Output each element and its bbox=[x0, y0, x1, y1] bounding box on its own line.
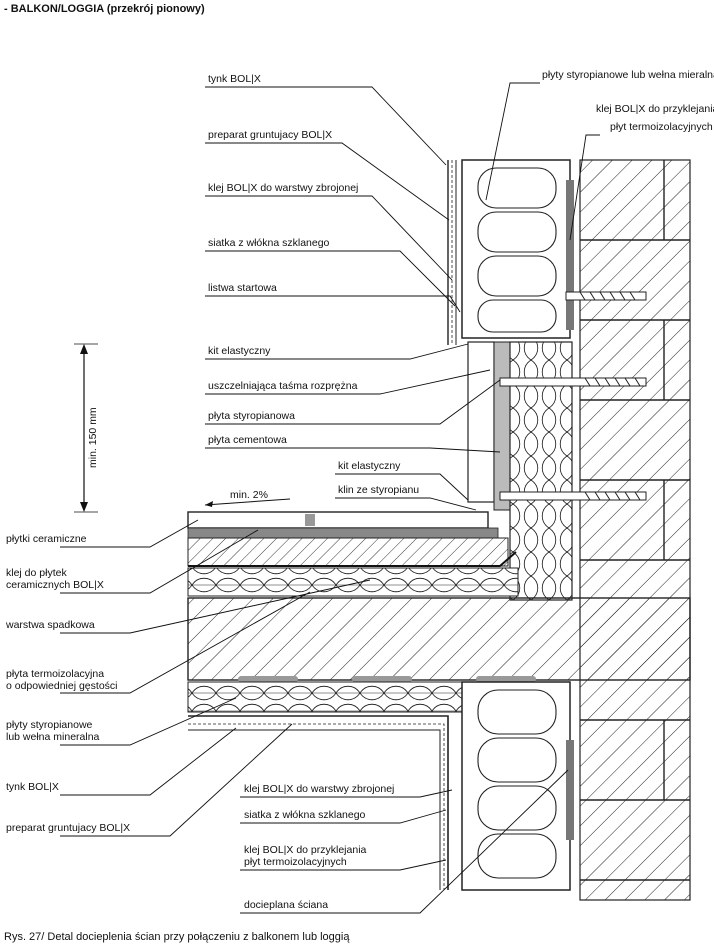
label-tynk-bottom: tynk BOL|X bbox=[6, 781, 59, 793]
label-top-right-1: płyty styropianowe lub wełna mieralna bbox=[542, 69, 714, 81]
label-warstwa-spadkowa: warstwa spadkowa bbox=[5, 619, 95, 631]
dimension-line: min. 150 mm bbox=[74, 343, 99, 513]
label-kit-2: kit elastyczny bbox=[338, 460, 401, 472]
label-tynk-top: tynk BOL|X bbox=[208, 73, 261, 85]
label-siatka-bottom: siatka z włókna szklanego bbox=[244, 809, 366, 821]
label-klin: klin ze styropianu bbox=[338, 484, 419, 496]
label-kit-1: kit elastyczny bbox=[208, 345, 271, 357]
slope-label: min. 2% bbox=[230, 489, 268, 501]
label-listwa: listwa startowa bbox=[208, 282, 277, 294]
balcony-slab bbox=[187, 511, 691, 890]
label-termo-1: płyta termoizolacyjna bbox=[6, 668, 104, 680]
upper-insulation bbox=[447, 159, 647, 345]
label-top-right-3: płyt termoizolacyjnych bbox=[610, 121, 713, 133]
label-plyta-cement: płyta cementowa bbox=[208, 434, 287, 446]
figure-caption: Rys. 27/ Detal docieplenia ścian przy po… bbox=[4, 931, 350, 943]
slope-indicator: min. 2% bbox=[204, 489, 291, 507]
label-klej-plytek-1: klej do płytek bbox=[6, 567, 67, 579]
label-docieplana: docieplana ściana bbox=[244, 899, 328, 911]
lower-insulation bbox=[461, 681, 574, 891]
insulation-box bbox=[467, 341, 647, 601]
label-klej-zbrojonej-bottom: klej BOL|X do warstwy zbrojonej bbox=[244, 783, 394, 795]
dimension-label: min. 150 mm bbox=[87, 407, 99, 468]
label-plytki: płytki ceramiczne bbox=[6, 533, 87, 545]
label-klej-przykl-b2: płyt termoizolacyjnych bbox=[244, 856, 347, 868]
leader-lines bbox=[60, 82, 600, 914]
label-preparat-top: preparat gruntujacy BOL|X bbox=[208, 129, 332, 141]
label-klej-zbrojonej-top: klej BOL|X do warstwy zbrojonej bbox=[208, 182, 358, 194]
label-siatka-top: siatka z włókna szklanego bbox=[208, 237, 330, 249]
label-styro-welna-1: płyty styropianowe bbox=[6, 719, 93, 731]
label-preparat-bottom: preparat gruntujacy BOL|X bbox=[6, 822, 130, 834]
labels: tynk BOL|X preparat gruntujacy BOL|X kle… bbox=[5, 69, 714, 911]
label-styro-welna-2: lub wełna mineralna bbox=[6, 731, 100, 743]
label-termo-2: o odpowiedniej gęstości bbox=[6, 680, 118, 692]
page-title: - BALKON/LOGGIA (przekrój pionowy) bbox=[4, 3, 205, 15]
label-top-right-2: klej BOL|X do przyklejania bbox=[596, 103, 714, 115]
label-tasma: uszczelniająca taśma rozprężna bbox=[208, 380, 358, 392]
brick-wall bbox=[579, 159, 691, 901]
label-klej-plytek-2: ceramicznych BOL|X bbox=[6, 579, 104, 591]
label-klej-przykl-b1: klej BOL|X do przyklejania bbox=[244, 844, 367, 856]
label-plyta-styro: płyta styropianowa bbox=[208, 410, 295, 422]
